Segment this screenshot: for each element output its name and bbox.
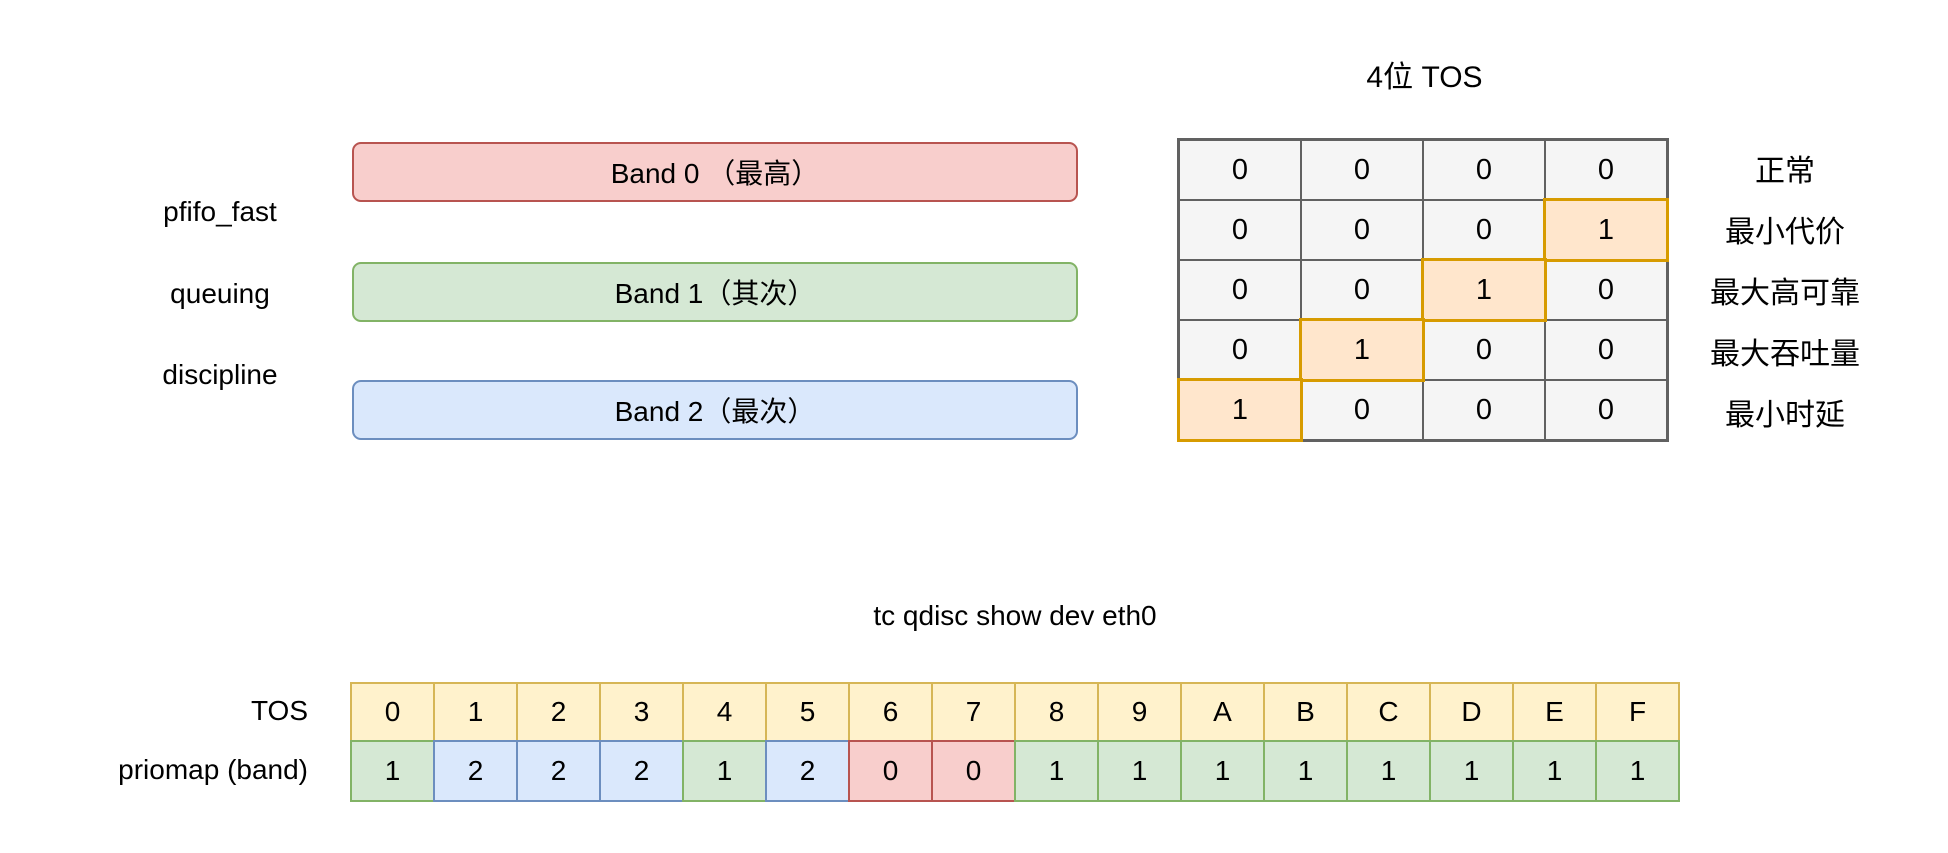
tos-bit-cell-highlighted: 1 [1546,201,1666,259]
tos-bit-cell-highlighted: 1 [1180,381,1300,439]
band-2-box: Band 2（最次） [352,380,1078,440]
priomap-band-cell: 1 [1595,740,1680,802]
tos-bit-cell: 0 [1424,141,1544,199]
priomap-band-cell: 0 [848,740,933,802]
tos-row-label-2: 最大高可靠 [1710,276,1860,310]
priomap-band-cell: 1 [1014,740,1099,802]
priomap-tos-cell: 0 [350,682,435,742]
qdisc-name-line-1: queuing [170,278,270,309]
qdisc-name-line-0: pfifo_fast [163,196,277,227]
band-0-box: Band 0 （最高） [352,142,1078,202]
priomap-band-cell: 1 [682,740,767,802]
tos-row-label-1: 最小代价 [1725,216,1845,250]
priomap-band-cell: 2 [599,740,684,802]
tos-row-label-4: 最小时延 [1725,398,1845,432]
priomap-band-cell: 2 [765,740,850,802]
priomap-band-cell: 1 [1180,740,1265,802]
priomap-tos-cell: 2 [516,682,601,742]
tos-bit-cell: 0 [1546,261,1666,319]
tos-bit-cell-highlighted: 1 [1424,261,1544,319]
tos-bit-cell: 0 [1424,321,1544,379]
tos-bit-cell: 0 [1180,321,1300,379]
priomap-tos-cell: C [1346,682,1431,742]
priomap-tos-cell: D [1429,682,1514,742]
priomap-band-cell: 1 [1263,740,1348,802]
priomap-tos-cell: 3 [599,682,684,742]
priomap-tos-cell: 7 [931,682,1016,742]
priomap-row-side-label: priomap (band) [118,754,308,785]
priomap-tos-cell: A [1180,682,1265,742]
priomap-tos-cell: E [1512,682,1597,742]
priomap-tos-cell: F [1595,682,1680,742]
tos-bit-cell: 0 [1424,381,1544,439]
priomap-band-cell: 1 [1346,740,1431,802]
tos-bit-cell: 0 [1546,321,1666,379]
tos-bit-cell: 0 [1302,201,1422,259]
priomap-band-cell: 1 [1429,740,1514,802]
priomap-band-cell: 1 [1512,740,1597,802]
priomap-band-cell: 0 [931,740,1016,802]
band-1-box: Band 1（其次） [352,262,1078,322]
tos-bit-cell: 0 [1180,261,1300,319]
priomap-band-cell: 2 [516,740,601,802]
tos-row-side-label: TOS [250,695,308,726]
tos-table-title: 4位 TOS [1366,61,1483,94]
tos-bit-cell: 0 [1180,201,1300,259]
priomap-band-cell: 1 [350,740,435,802]
tos-bit-cell: 0 [1302,141,1422,199]
tos-bit-cell: 0 [1302,261,1422,319]
priomap-tos-cell: 6 [848,682,933,742]
tos-row-label-3: 最大吞吐量 [1710,337,1860,371]
priomap-tos-cell: 9 [1097,682,1182,742]
priomap-tos-cell: 4 [682,682,767,742]
tos-bit-cell: 0 [1424,201,1544,259]
priomap-tos-cell: B [1263,682,1348,742]
tos-bit-cell: 0 [1546,141,1666,199]
priomap-tos-cell: 5 [765,682,850,742]
qdisc-name-line-2: discipline [162,359,278,390]
priomap-band-cell: 1 [1097,740,1182,802]
tos-bit-cell-highlighted: 1 [1302,321,1422,379]
priomap-tos-cell: 8 [1014,682,1099,742]
priomap-band-cell: 2 [433,740,518,802]
priomap-table-title: tc qdisc show dev eth0 [873,600,1157,631]
priomap-tos-cell: 1 [433,682,518,742]
tos-row-label-0: 正常 [1755,155,1815,189]
tos-bit-cell: 0 [1302,381,1422,439]
tos-bit-cell: 0 [1180,141,1300,199]
tos-bit-cell: 0 [1546,381,1666,439]
tos-row-label-list: 正常最小代价最大高可靠最大吞吐量最小时延 [1680,138,1890,442]
